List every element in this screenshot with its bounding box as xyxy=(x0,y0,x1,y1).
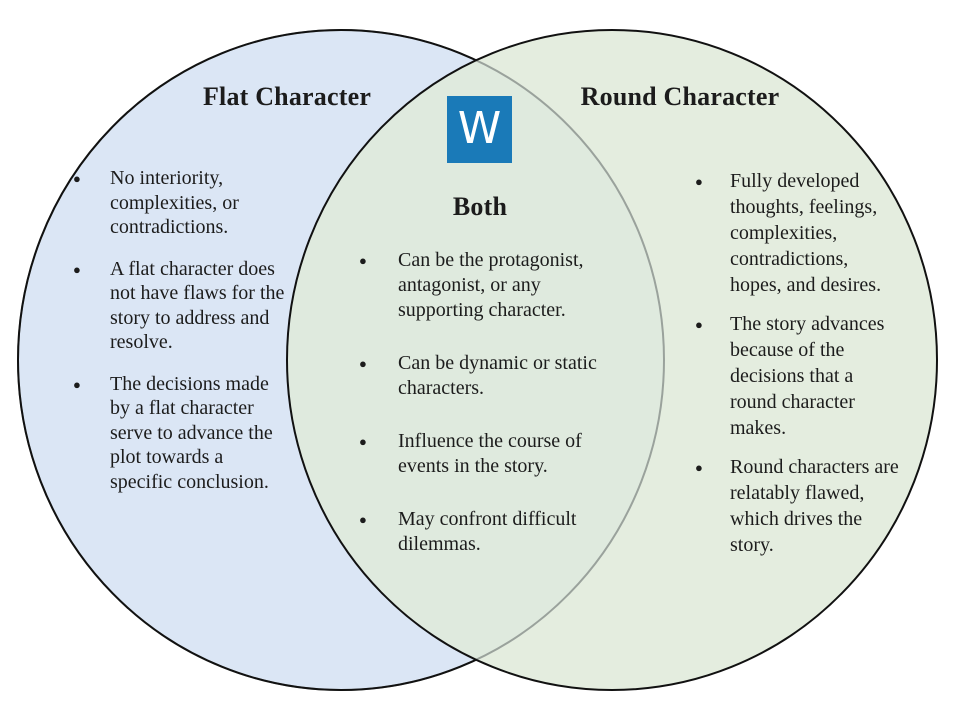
w-logo: W xyxy=(447,96,512,163)
list-item: The decisions made by a flat character s… xyxy=(60,372,288,495)
round-character-title: Round Character xyxy=(580,82,780,111)
flat-character-list: No interiority, complexities, or contrad… xyxy=(60,166,288,511)
both-list: Can be the protagonist, antagonist, or a… xyxy=(350,248,626,585)
list-item-text: Can be dynamic or static characters. xyxy=(398,352,597,399)
round-circle-fill xyxy=(287,30,937,690)
bullet-dot-icon xyxy=(350,248,398,274)
flat-character-title: Flat Character xyxy=(202,82,372,111)
bullet-dot-icon xyxy=(60,372,110,399)
list-item: The story advances because of the decisi… xyxy=(686,311,902,441)
list-item: Influence the course of events in the st… xyxy=(350,429,626,479)
list-item-text: Fully developed thoughts, feelings, comp… xyxy=(730,170,882,296)
bullet-dot-icon xyxy=(60,257,110,284)
list-item: Round characters are relatably flawed, w… xyxy=(686,454,902,558)
list-item: No interiority, complexities, or contrad… xyxy=(60,166,288,240)
both-title: Both xyxy=(452,192,508,221)
list-item-text: Round characters are relatably flawed, w… xyxy=(730,456,899,556)
list-item: Can be the protagonist, antagonist, or a… xyxy=(350,248,626,323)
list-item-text: The story advances because of the decisi… xyxy=(730,313,885,439)
list-item: Fully developed thoughts, feelings, comp… xyxy=(686,168,902,298)
list-item: May confront difficult dilemmas. xyxy=(350,507,626,557)
list-item: Can be dynamic or static characters. xyxy=(350,351,626,401)
bullet-dot-icon xyxy=(350,351,398,377)
w-logo-letter: W xyxy=(457,102,502,154)
bullet-dot-icon xyxy=(686,454,730,482)
flat-circle-outline xyxy=(17,29,665,691)
list-item: A flat character does not have flaws for… xyxy=(60,257,288,355)
list-item-text: Influence the course of events in the st… xyxy=(398,430,582,477)
list-item-text: The decisions made by a flat character s… xyxy=(110,372,273,493)
bullet-dot-icon xyxy=(686,311,730,339)
bullet-dot-icon xyxy=(686,168,730,196)
bullet-dot-icon xyxy=(60,166,110,193)
bullet-dot-icon xyxy=(350,429,398,455)
round-character-list: Fully developed thoughts, feelings, comp… xyxy=(686,168,902,571)
round-circle-outline xyxy=(286,29,938,691)
list-item-text: A flat character does not have flaws for… xyxy=(110,257,285,354)
list-item-text: Can be the protagonist, antagonist, or a… xyxy=(398,249,584,321)
list-item-text: No interiority, complexities, or contrad… xyxy=(110,167,239,238)
bullet-dot-icon xyxy=(350,507,398,533)
list-item-text: May confront difficult dilemmas. xyxy=(398,508,577,555)
